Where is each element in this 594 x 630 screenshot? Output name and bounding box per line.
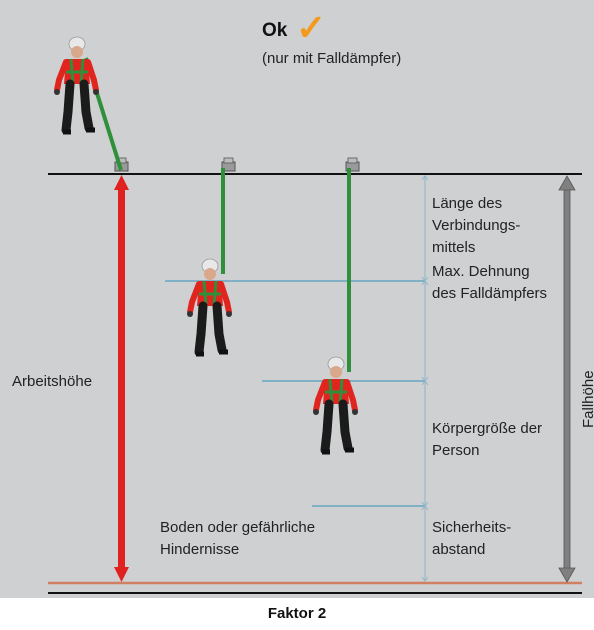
working-height-label: Arbeitshöhe [12,373,93,390]
safety-distance-label: Sicherheits-abstand [432,519,512,558]
lanyard-length-label: Länge des Verbindungs-mittels [432,195,521,256]
dimension-line [421,175,429,582]
caption: Faktor 2 [267,605,327,622]
working-height-arrow [114,175,129,582]
max-extension-label: Max. Dehnung des Falldämpfers [432,263,548,302]
check-mark-icon: ✓ [296,7,327,48]
fall-height-arrow [558,175,576,583]
body-height-label: Körpergröße der Person [432,420,543,459]
ground-label: Boden oder gefährliche Hindernisse [160,519,316,558]
fall-height-label: Fallhöhe [580,370,594,428]
ok-note: (nur mit Falldämpfer) [262,50,402,67]
ok-label: Ok [262,20,288,41]
